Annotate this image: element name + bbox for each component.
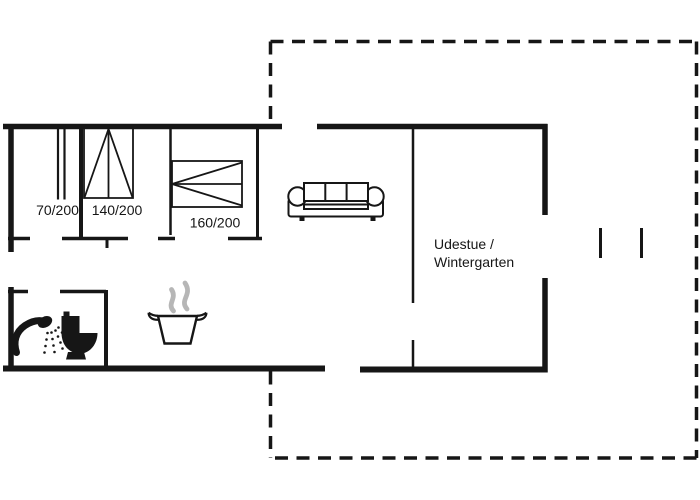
bed-double-160-symbol [171,160,243,208]
bed-double-160-size-label: 160/200 [190,215,241,231]
steam-icon [168,280,190,314]
bed-double-140-diag-left [83,128,110,198]
conservatory-label-line2: Wintergarten [434,254,514,270]
pot-body [156,314,199,345]
toilet-tank [61,311,80,333]
toilet-bowl [61,333,98,354]
opening-marks [599,228,643,258]
bed-double-160-diag-up [171,161,243,185]
shower-hose [11,317,46,356]
sofa-symbol [287,182,385,221]
steam-curl-right [182,280,190,312]
bed-double-160-diag-down [171,183,243,207]
exterior-walls [3,123,548,373]
shower-head [37,316,53,328]
cooking-pot-icon [147,280,208,345]
pot-handle-left [147,311,159,321]
toilet-icon [61,311,98,360]
shower-icon [11,316,67,356]
pot-handle-right [196,311,208,321]
interior-walls [8,126,415,368]
sofa-backrest [303,182,369,202]
bed-double-140-symbol [83,128,134,199]
sofa-seat-band [303,203,369,210]
bed-single-size-label: 70/200 [36,202,79,218]
sofa-foot-left [299,216,305,221]
bed-single-symbol [56,129,66,200]
toilet-base [66,352,86,360]
sofa-foot-right [370,216,376,221]
conservatory-dashed-outline [268,39,699,460]
steam-curl-left [168,287,176,314]
bed-double-140-size-label: 140/200 [92,202,143,218]
bed-double-140-diag-right [107,128,134,198]
conservatory-label-line1: Udestue / [434,236,494,252]
